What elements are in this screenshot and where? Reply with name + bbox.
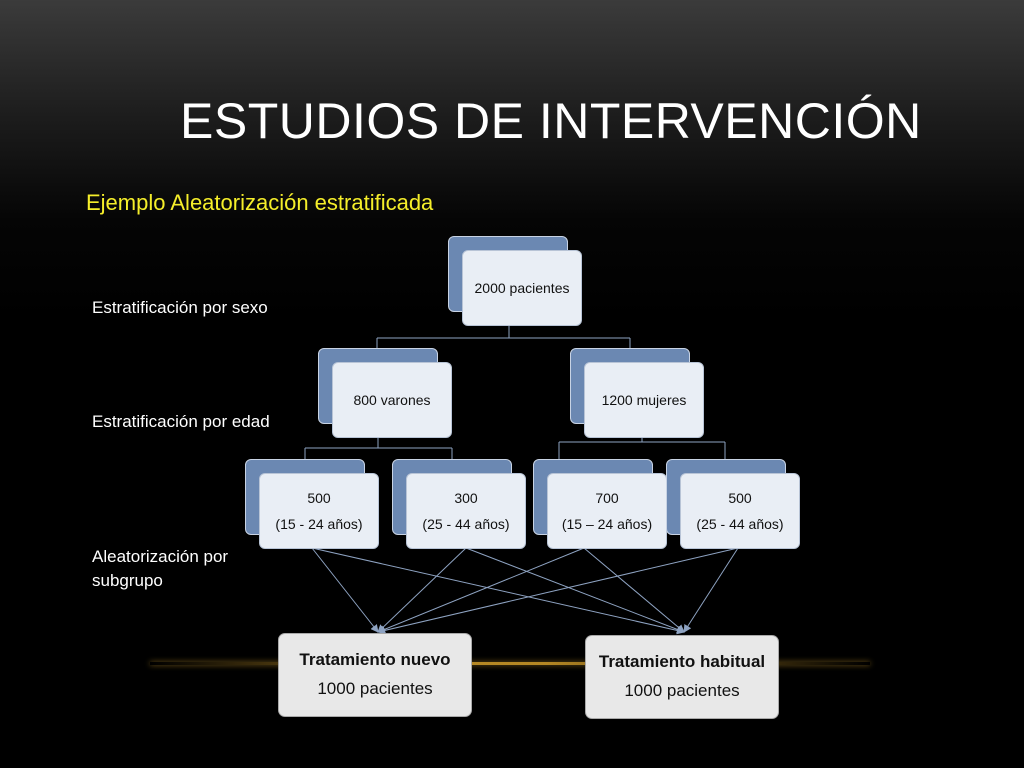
slide-title: ESTUDIOS DE INTERVENCIÓN: [180, 93, 922, 149]
node-age-2-front: 300 (25 - 44 años): [406, 473, 526, 549]
arrow-age4-nuevo: [377, 547, 739, 635]
result-habitual-title: Tratamiento habitual: [598, 652, 766, 671]
node-age-2-count: 300: [454, 490, 478, 506]
node-mujeres-front: 1200 mujeres: [584, 362, 704, 438]
result-tratamiento-nuevo: Tratamiento nuevo 1000 pacientes: [278, 633, 472, 717]
node-mujeres-label: 1200 mujeres: [601, 392, 687, 408]
label-aleatorizacion-subgrupo: Aleatorización por subgrupo: [92, 545, 228, 593]
node-age-3-range: (15 – 24 años): [561, 516, 653, 532]
node-age-3-front: 700 (15 – 24 años): [547, 473, 667, 549]
node-age-4-front: 500 (25 - 44 años): [680, 473, 800, 549]
label-estratificacion-edad: Estratificación por edad: [92, 412, 270, 431]
arrow-age4-habitual: [683, 547, 739, 633]
result-nuevo-count: 1000 pacientes: [317, 679, 433, 698]
label-aleatorizacion-line1: Aleatorización por: [92, 547, 229, 566]
slide-subtitle: Ejemplo Aleatorización estratificada: [86, 190, 434, 215]
result-tratamiento-habitual: Tratamiento habitual 1000 pacientes: [585, 635, 779, 719]
result-habitual-count: 1000 pacientes: [624, 681, 740, 700]
horizon-glow: [150, 662, 870, 665]
node-root-label: 2000 pacientes: [474, 280, 570, 296]
node-age-2-range: (25 - 44 años): [422, 516, 510, 532]
node-age-1-count: 500: [307, 490, 331, 506]
node-root-front: 2000 pacientes: [462, 250, 582, 326]
node-age-4-count: 500: [728, 490, 752, 506]
node-varones-label: 800 varones: [353, 392, 431, 408]
arrow-age2-habitual: [465, 547, 685, 634]
label-estratificacion-sexo: Estratificación por sexo: [92, 298, 268, 317]
node-age-1-front: 500 (15 - 24 años): [259, 473, 379, 549]
arrow-age1-habitual: [311, 547, 685, 635]
node-age-1-range: (15 - 24 años): [275, 516, 363, 532]
node-age-3-count: 700: [595, 490, 619, 506]
arrow-age3-nuevo: [377, 547, 585, 634]
node-varones-front: 800 varones: [332, 362, 452, 438]
arrow-age1-nuevo: [311, 547, 379, 633]
node-age-4-range: (25 - 44 años): [696, 516, 784, 532]
arrow-age3-habitual: [583, 547, 685, 633]
result-nuevo-title: Tratamiento nuevo: [299, 650, 451, 669]
arrow-age2-nuevo: [377, 547, 467, 633]
label-aleatorizacion-line2: subgrupo: [92, 571, 163, 590]
